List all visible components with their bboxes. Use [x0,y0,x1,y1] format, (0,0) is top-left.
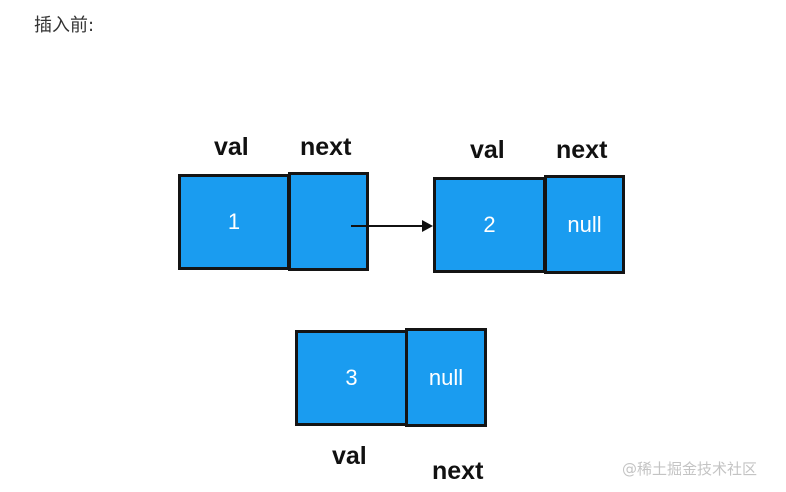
node-3-next-cell: null [405,328,487,427]
node-1-next-cell [288,172,369,271]
heading: 插入前: [34,15,95,36]
node-3-val-label: val [332,442,367,470]
node-2-next-cell: null [544,175,625,274]
node-3-next-label: next [432,457,484,485]
node-2-next-label: next [556,136,608,164]
node-1-value: 1 [227,209,241,234]
watermark: @稀土掘金技术社区 [622,460,758,478]
node-2-value: 2 [483,212,496,237]
node-2-value-cell: 2 [433,177,546,273]
node-1-value-cell: 1 [178,174,290,270]
node-2-val-label: val [470,136,505,164]
node-1-next-label: next [300,133,352,161]
node-1-val-label: val [214,133,249,161]
pointer-arrow-head [422,220,433,232]
node-3-value: 3 [345,365,358,390]
node-3-value-cell: 3 [295,330,408,426]
node-2-next: null [567,211,602,237]
node-3-next: null [428,364,464,390]
